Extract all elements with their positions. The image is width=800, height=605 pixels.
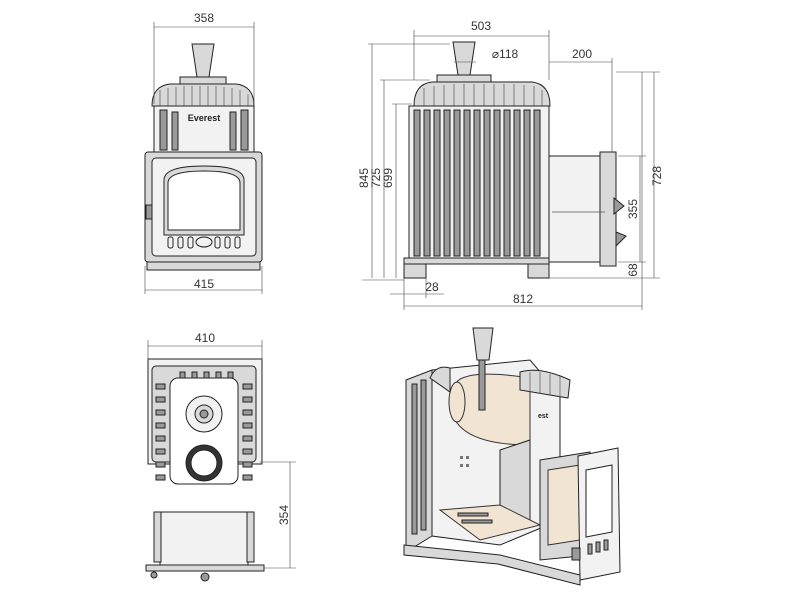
tunnel-latch bbox=[615, 231, 627, 248]
cutaway-door-hinge bbox=[571, 547, 581, 561]
front-view: Everest 358 415 bbox=[144, 11, 263, 294]
cutaway-top-rib-left bbox=[429, 366, 451, 393]
side-base bbox=[403, 257, 550, 265]
dim-812: 812 bbox=[513, 292, 533, 306]
cutaway-tunnel-interior bbox=[547, 464, 581, 546]
dim-28: 28 bbox=[425, 280, 439, 294]
dim-725: 725 bbox=[369, 168, 383, 188]
side-chimney-collar bbox=[436, 74, 492, 83]
brand-label: Everest bbox=[188, 113, 221, 123]
dim-699: 699 bbox=[381, 168, 395, 188]
dim-415: 415 bbox=[194, 277, 214, 291]
cutaway-brand-fragment: est bbox=[538, 413, 549, 420]
cutaway-top-rib-right bbox=[519, 369, 571, 399]
chimney-pipe bbox=[191, 43, 215, 78]
cutaway-door-window bbox=[585, 464, 613, 538]
tunnel-handle bbox=[613, 196, 625, 216]
door-window bbox=[167, 170, 241, 231]
chimney-collar bbox=[179, 76, 227, 85]
dim-410: 410 bbox=[195, 331, 215, 345]
dim-354: 354 bbox=[277, 505, 291, 525]
top-view: 410 354 bbox=[145, 331, 296, 582]
cutaway-base bbox=[403, 544, 581, 586]
dim-118: ⌀118 bbox=[492, 47, 519, 61]
cutaway-chimney bbox=[472, 327, 494, 361]
fuel-hole-inner bbox=[190, 449, 218, 477]
dim-355: 355 bbox=[626, 199, 640, 219]
top-cap bbox=[151, 83, 255, 107]
cutaway-chimney-shaft bbox=[478, 359, 486, 411]
side-ribs bbox=[413, 109, 541, 257]
chimney-ring-center bbox=[199, 409, 209, 419]
dim-68: 68 bbox=[626, 263, 640, 277]
dim-728: 728 bbox=[650, 166, 664, 186]
dim-503: 503 bbox=[471, 19, 491, 33]
door-knob bbox=[200, 572, 210, 582]
dim-845: 845 bbox=[357, 168, 371, 188]
water-tank-end bbox=[448, 381, 466, 423]
door-vents bbox=[167, 236, 241, 249]
dim-358: 358 bbox=[194, 11, 214, 25]
cutaway-view: est bbox=[403, 327, 621, 586]
side-view: 503 ⌀118 200 845 725 699 28 812 728 355 … bbox=[357, 19, 664, 310]
top-side-ribs bbox=[155, 371, 253, 481]
side-leg-front bbox=[403, 263, 427, 279]
cutaway-left-wall bbox=[405, 369, 433, 553]
tunnel-right-rail bbox=[246, 511, 255, 563]
door-pin-left bbox=[150, 571, 158, 579]
upper-body bbox=[153, 105, 255, 153]
front-base bbox=[146, 261, 261, 271]
tunnel-left-rail bbox=[153, 511, 162, 563]
side-leg-back bbox=[527, 263, 550, 279]
top-tunnel-door bbox=[145, 564, 265, 572]
top-tunnel bbox=[159, 511, 249, 569]
side-chimney-pipe bbox=[452, 41, 476, 76]
door-handle bbox=[145, 204, 153, 220]
dim-200: 200 bbox=[572, 47, 592, 61]
fuel-tunnel bbox=[548, 155, 608, 263]
side-top-cap bbox=[413, 81, 551, 107]
